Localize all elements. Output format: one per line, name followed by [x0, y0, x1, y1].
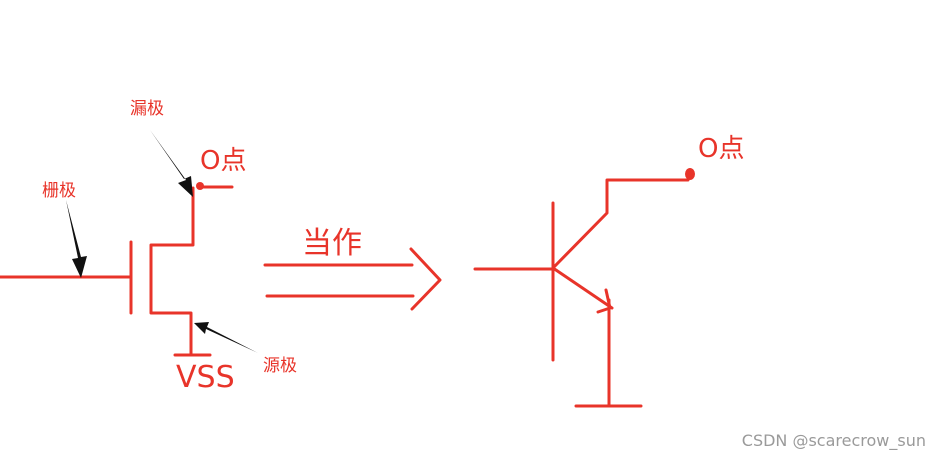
channel	[149, 186, 195, 357]
gate-label: 栅极	[42, 181, 76, 201]
vss-label: VSS	[176, 360, 235, 395]
mosfet-node-label: O点	[200, 146, 247, 176]
watermark: CSDN @scarecrow_sun	[741, 431, 926, 450]
arrow-head	[409, 247, 442, 311]
drain-node-dot	[196, 182, 204, 190]
source-label: 源极	[263, 356, 297, 376]
drain-pointer-arrow	[150, 130, 193, 197]
drain-label: 漏极	[130, 99, 164, 119]
transform-label: 当作	[302, 226, 362, 261]
collector	[551, 178, 690, 270]
collector-node-dot	[685, 168, 695, 180]
source-pointer-arrow	[194, 322, 258, 353]
emitter	[551, 266, 614, 310]
gate-pointer-arrow	[66, 200, 87, 278]
bjt-node-label: O点	[698, 134, 745, 164]
